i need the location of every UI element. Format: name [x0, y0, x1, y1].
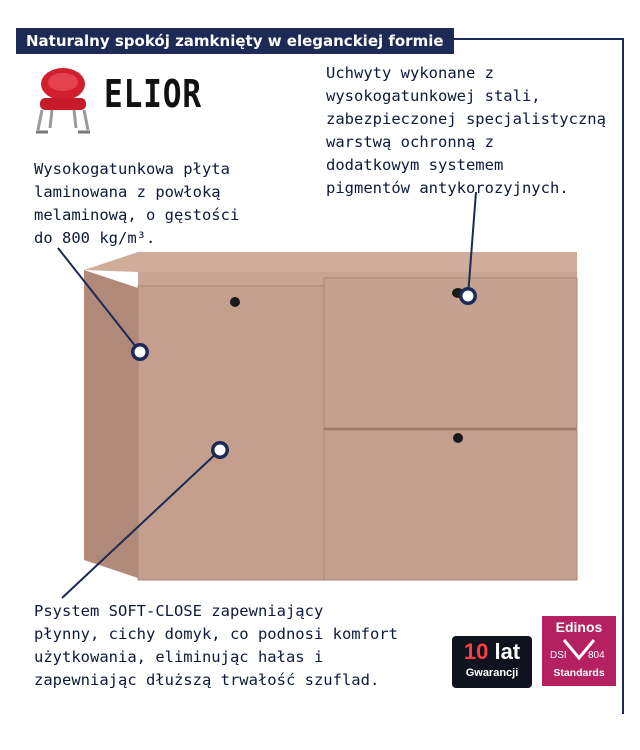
edinos-badge: Edinos DSI 804 Standards	[542, 616, 616, 686]
warranty-badge: 10 lat Gwarancji	[452, 636, 532, 688]
drawer-bottom-handle	[453, 433, 463, 443]
callout-board: Wysokogatunkowa płyta laminowana z powło…	[34, 160, 240, 247]
edinos-code-left: DSI	[550, 650, 567, 661]
marker-softclose	[211, 441, 229, 459]
edinos-label: Standards	[553, 667, 605, 679]
marker-handles	[459, 287, 477, 305]
chair-logo-icon	[36, 68, 90, 134]
edinos-check-icon: DSI 804	[550, 639, 605, 661]
door-handle	[230, 297, 240, 307]
edinos-title: Edinos	[555, 619, 603, 635]
warranty-label: Gwarancji	[465, 667, 519, 679]
callout-handles: Uchwyty wykonane z wysokogatunkowej stal…	[326, 64, 606, 197]
header-banner: Naturalny spokój zamknięty w eleganckiej…	[16, 28, 454, 54]
brand-name: ELIOR	[104, 72, 202, 116]
warranty-unit: lat	[494, 639, 521, 664]
warranty-number: 10	[463, 639, 489, 664]
edinos-code-right: 804	[588, 650, 605, 661]
callout-softclose: Psystem SOFT-CLOSE zapewniający płynny, …	[34, 602, 398, 689]
marker-board	[131, 343, 149, 361]
